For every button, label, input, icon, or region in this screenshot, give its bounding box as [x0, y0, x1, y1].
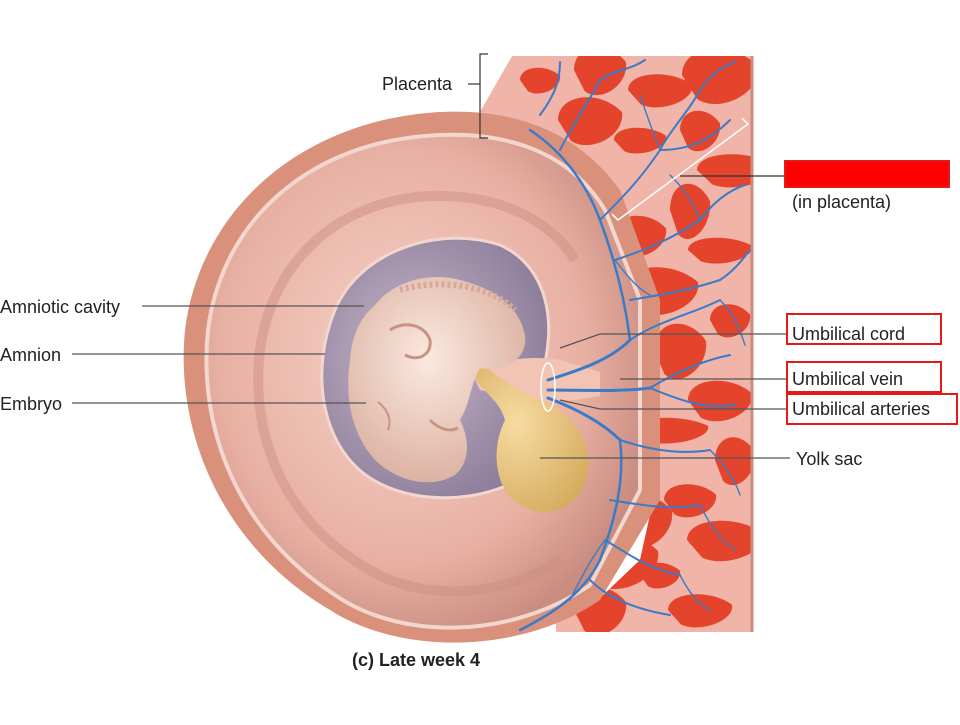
- leader-lines: [72, 305, 790, 459]
- vessel: [614, 259, 651, 296]
- label-embryo: Embryo: [0, 394, 63, 414]
- highlight-umbilical-cord: [786, 313, 942, 345]
- label-umbilical-cord: Umbilical cord: [792, 324, 906, 344]
- blood-vessels: [518, 59, 751, 632]
- vessel: [589, 579, 671, 616]
- vessel: [569, 539, 606, 601]
- vessel: [699, 184, 746, 221]
- vessel: [546, 338, 632, 382]
- blood-pool: [670, 183, 711, 240]
- vessel: [679, 574, 711, 611]
- villi-bracket: [611, 117, 750, 221]
- blood-pool: [668, 594, 733, 628]
- vessel: [719, 249, 751, 281]
- blood-pool: [664, 484, 717, 518]
- vessel: [669, 174, 701, 221]
- blood-pool: [715, 437, 752, 486]
- vessel: [604, 539, 681, 576]
- blood-pool: [558, 97, 623, 146]
- highlight-umbilical-arteries: [786, 393, 958, 425]
- vessel: [609, 499, 701, 509]
- blood-pool: [697, 154, 752, 188]
- placenta-bracket: [479, 53, 488, 139]
- vessel: [619, 439, 711, 453]
- vessel: [614, 219, 701, 261]
- yolk-sac-shape: [470, 365, 589, 512]
- vessel: [699, 61, 736, 91]
- cord-section-marker: [540, 362, 556, 412]
- label-placenta: Placenta: [382, 74, 453, 94]
- vessel: [719, 299, 746, 346]
- vessel: [709, 449, 741, 496]
- label-amnion: Amnion: [0, 345, 62, 365]
- vessel: [599, 59, 646, 81]
- vessel: [518, 438, 623, 632]
- hidden-answer-box: [784, 160, 950, 188]
- blood-pool: [680, 110, 721, 152]
- vessel: [659, 89, 701, 151]
- vessel: [659, 119, 731, 151]
- label-umbilical-arteries: Umbilical arteries: [792, 399, 931, 419]
- vessel: [649, 354, 731, 389]
- vessel: [546, 386, 652, 392]
- blood-pool: [710, 304, 751, 338]
- vessel: [559, 79, 601, 151]
- vessel: [699, 504, 736, 551]
- highlight-umbilical-vein: [786, 361, 942, 393]
- blood-pool: [688, 237, 752, 264]
- figure-caption: (c) Late week 4: [352, 650, 481, 670]
- blood-pool: [520, 67, 561, 94]
- label-yolk-sac: Yolk sac: [796, 449, 863, 469]
- vessel: [639, 94, 661, 151]
- label-amniotic-cavity: Amniotic cavity: [0, 297, 121, 317]
- label-in-placenta: (in placenta): [792, 192, 892, 212]
- blood-pool: [574, 56, 627, 96]
- vessel: [539, 61, 561, 116]
- blood-pool: [688, 380, 752, 422]
- vessel: [629, 279, 721, 301]
- vessel: [649, 387, 736, 408]
- embryo-shape: [348, 277, 526, 483]
- vessel: [599, 149, 661, 221]
- label-umbilical-vein: Umbilical vein: [792, 369, 904, 389]
- blood-pool: [628, 74, 693, 108]
- vessel: [546, 396, 622, 442]
